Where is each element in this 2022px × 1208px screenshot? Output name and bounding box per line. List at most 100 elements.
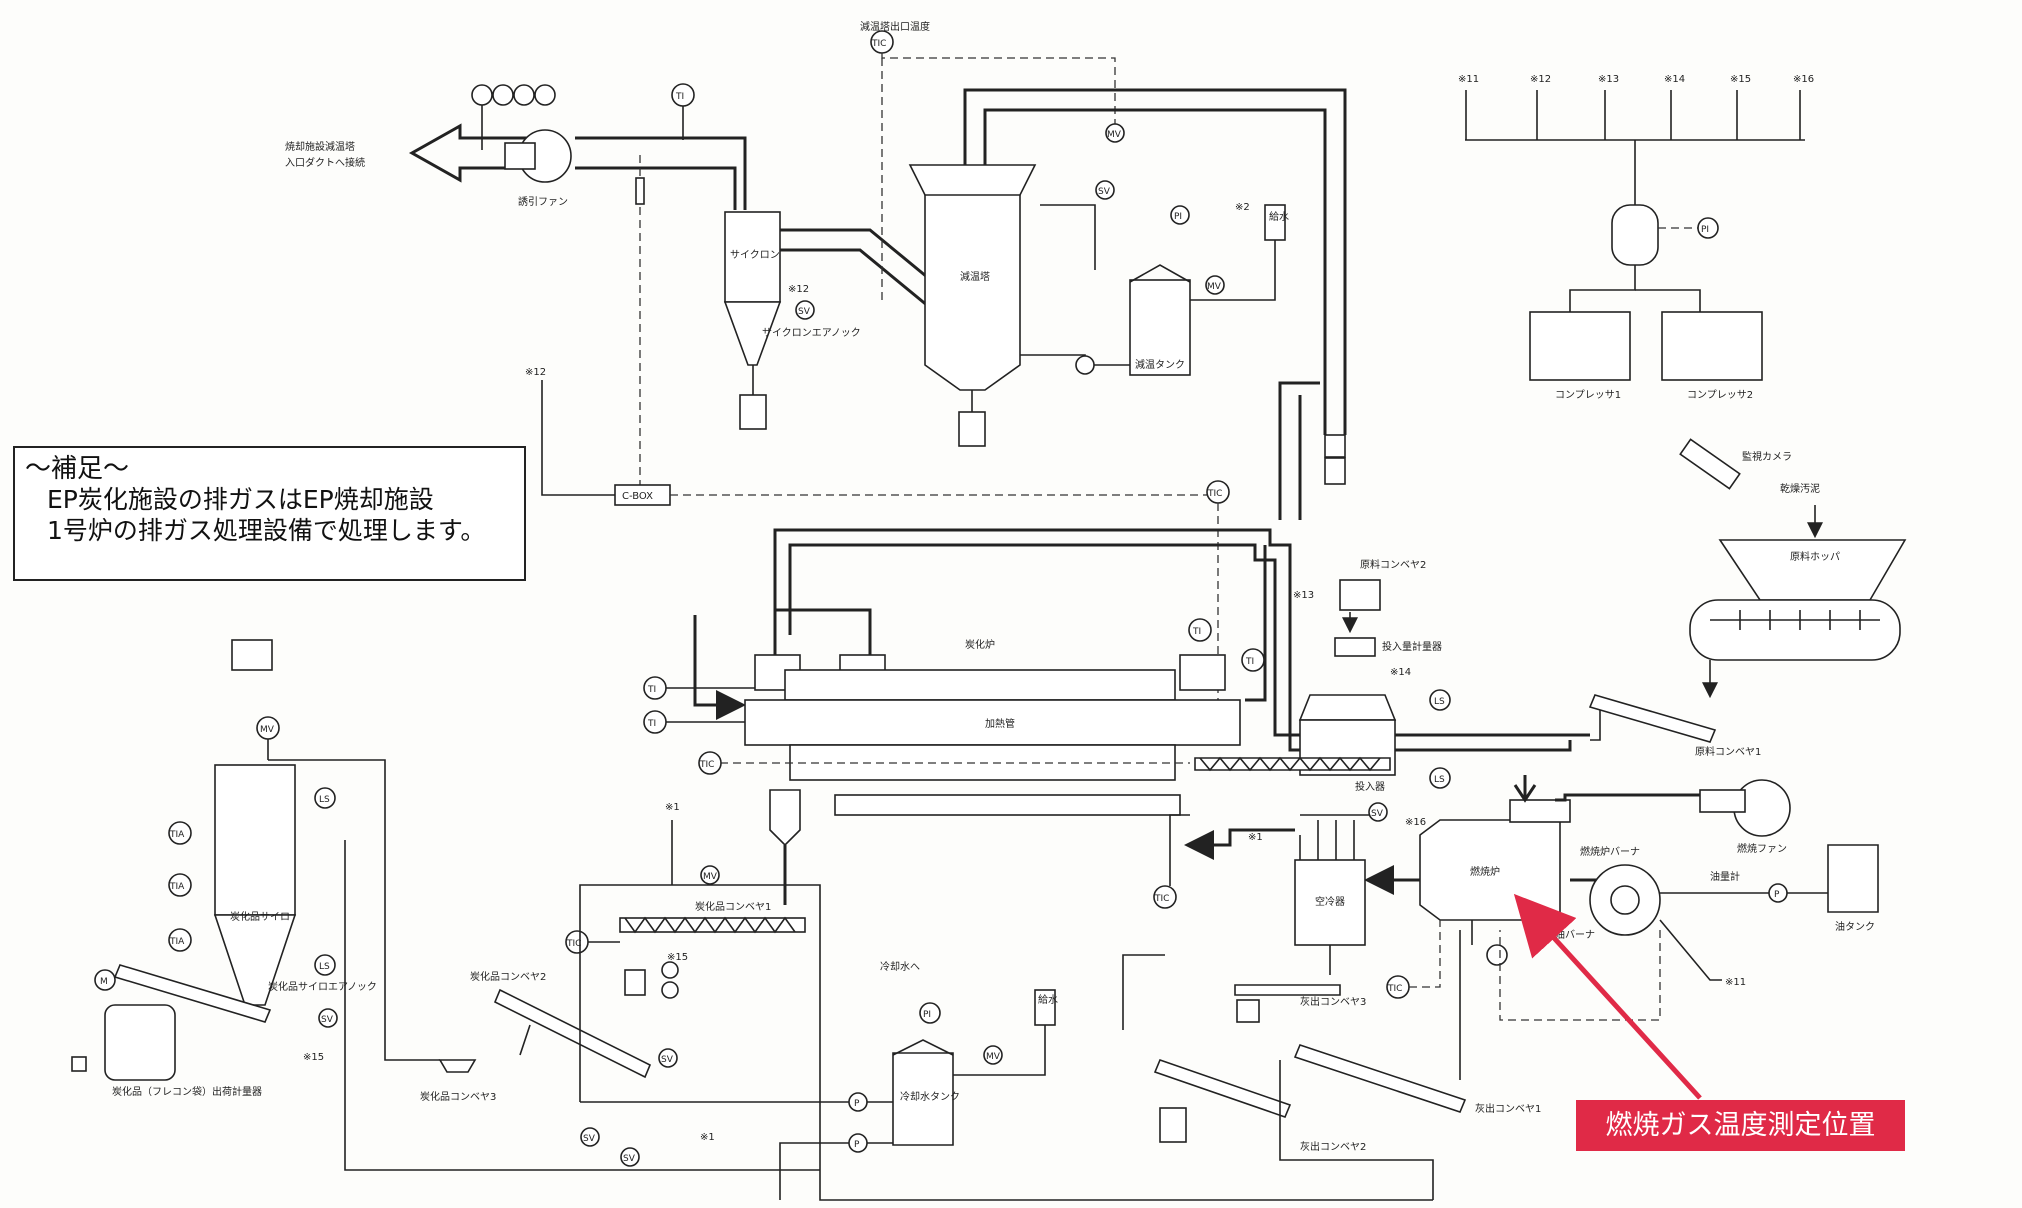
exhaust-outlet-arrow: [408, 123, 560, 183]
note-line-1: EP炭化施設の排ガスはEP焼却施設: [47, 485, 434, 514]
svg-text:MV: MV: [986, 1052, 1001, 1062]
carbonizing-furnace-label: 炭化炉: [965, 638, 995, 651]
ash-conveyor-1: [1293, 1044, 1467, 1113]
exhaust-dest-label-2: 入口ダクトへ接続: [285, 156, 365, 169]
cyclone-body: [724, 211, 781, 303]
raw-material-section: 監視カメラ 乾燥汚泥 原料ホッパ 原料コンベヤ1: [1588, 438, 1907, 758]
damper-icon: [1324, 457, 1346, 485]
temp-indicator-TIC: [1153, 885, 1177, 909]
pressure-indicator: [1170, 205, 1190, 225]
ash-conveyor-1-label: 灰出コンベヤ1: [1475, 1102, 1541, 1115]
dust-cart-icon: [739, 394, 767, 430]
svg-text:SV: SV: [583, 1134, 596, 1144]
svg-text:TIC: TIC: [1387, 984, 1402, 994]
valve-box: [624, 969, 646, 996]
feed-meter: [1334, 637, 1376, 657]
motor-valve-icon: [700, 865, 720, 885]
svg-text:MV: MV: [1107, 130, 1122, 140]
raw-conveyor-2-head: [1339, 579, 1381, 611]
combustion-section: 燃焼炉 燃焼炉バーナ 燃焼ファン 油バーナ 油タンク 油量計 P ※11 空冷器…: [1153, 775, 1879, 1021]
ash-conveyor-3: [1234, 984, 1341, 996]
instrument-icon: [513, 84, 535, 106]
mark-12-cyclone: ※12: [788, 284, 809, 295]
temp-indicator-TIA: [168, 928, 192, 952]
svg-text:TI: TI: [647, 685, 656, 695]
valve-header: ※11 ※12 ※13 ※14 ※15 ※16: [1458, 74, 1814, 140]
silo-knocker-label: 炭化品サイロエアノック: [268, 980, 377, 993]
silo-section: MV 炭化品サイロ 炭化品サイロエアノック TIA TIA TIA LS LS …: [71, 639, 440, 1098]
level-switch-icon: [1429, 767, 1451, 789]
cyclone-knocker-label: サイクロンエアノック: [762, 327, 861, 339]
svg-text:MV: MV: [1207, 282, 1222, 292]
svg-text:TIA: TIA: [169, 830, 185, 840]
solenoid-valve-icon: [580, 1127, 600, 1147]
cyclone-label: サイクロン: [730, 249, 780, 261]
temp-indicator-TIC: [698, 751, 722, 775]
motor-valve-icon: [1205, 275, 1225, 295]
svg-text:SV: SV: [1098, 187, 1111, 197]
temp-indicator-TI: [671, 83, 695, 107]
mark-11-burner: ※11: [1725, 977, 1746, 988]
svg-text:TIA: TIA: [169, 882, 185, 892]
furnace-outlet-box: [1179, 654, 1226, 691]
exhaust-dest-label-1: 焼却施設減温塔: [285, 140, 355, 153]
combustion-furnace-label: 燃焼炉: [1470, 865, 1500, 878]
screw-feeder: [1194, 757, 1391, 771]
mark-1-cooler: ※1: [1248, 832, 1263, 843]
compressor-1: [1529, 311, 1631, 381]
svg-text:LS: LS: [319, 795, 330, 805]
raw-conveyor-1: [1588, 694, 1717, 743]
svg-text:LS: LS: [319, 962, 330, 972]
solenoid-valve-icon: [658, 1048, 678, 1068]
char-conveyor-2: [493, 988, 652, 1079]
mark-1-bottom: ※1: [700, 1132, 715, 1143]
raw-hopper: [1718, 539, 1907, 601]
ash-box: [1236, 999, 1260, 1023]
compressor-2: [1661, 311, 1763, 381]
svg-text:TIA: TIA: [169, 937, 185, 947]
svg-text:P: P: [1774, 890, 1780, 900]
air-cooler-label: 空冷器: [1315, 895, 1345, 908]
combustion-burner-head: [1509, 799, 1571, 823]
char-silo-cone: [213, 914, 297, 1006]
char-section: 炭化品コンベヤ1 MV ※1 TIC ※15 炭化品コンベヤ2 炭化品コンベヤ3…: [344, 802, 1433, 1201]
flow-meter-label: 油量計: [1710, 870, 1740, 883]
svg-text:TIC: TIC: [1154, 894, 1169, 904]
sludge-in-label: 乾燥汚泥: [1780, 482, 1820, 495]
mark-16: ※16: [1405, 817, 1426, 828]
solenoid-valve-icon: [795, 300, 815, 320]
instrument-icon: [492, 84, 514, 106]
cooling-tower-label: 減温塔: [960, 270, 990, 283]
svg-text:SV: SV: [798, 307, 811, 317]
solenoid-valve-icon: [661, 961, 679, 979]
cooling-tank: [1129, 279, 1191, 376]
oil-tank: [1827, 844, 1879, 913]
motor-valve-icon: [1105, 123, 1125, 143]
feeder-top: [1298, 694, 1397, 721]
motor-valve-icon: [983, 1045, 1003, 1065]
cyclone-cone: [723, 301, 782, 366]
svg-text:TIC: TIC: [871, 39, 886, 49]
hopper-screw-feeder: [1689, 599, 1901, 661]
pressure-indicator: [1697, 217, 1719, 239]
mark-15-silo: ※15: [303, 1052, 324, 1063]
valve-mark-12: ※12: [1530, 74, 1551, 85]
svg-text:LS: LS: [1434, 697, 1445, 707]
note-line-2: 1号炉の排ガス処理設備で処理します。: [47, 516, 486, 545]
silo-feed-conveyor: [113, 964, 272, 1023]
mark-2: ※2: [1235, 202, 1250, 213]
cooling-tank-label: 減温タンク: [1135, 358, 1185, 371]
char-conveyor-3-hopper: [438, 1059, 477, 1073]
to-cooling-label: 冷却水へ: [880, 960, 920, 973]
furnace-section: 炭化炉 加熱管 TI TI TIC TI TI: [643, 528, 1590, 905]
svg-text:PI: PI: [1701, 225, 1709, 235]
water-supply-label-2: 給水: [1038, 993, 1058, 1006]
svg-text:SV: SV: [321, 1015, 334, 1025]
svg-text:MV: MV: [260, 725, 275, 735]
ash-conveyor-3-label: 灰出コンベヤ3: [1300, 995, 1366, 1008]
compressor-section: ※11 ※12 ※13 ※14 ※15 ※16 PI コンプレッサ1 コンプレッ…: [1458, 74, 1814, 401]
temp-indicator-TIA: [168, 821, 192, 845]
mark-13: ※13: [1293, 590, 1314, 601]
instrument-icon: [534, 84, 556, 106]
